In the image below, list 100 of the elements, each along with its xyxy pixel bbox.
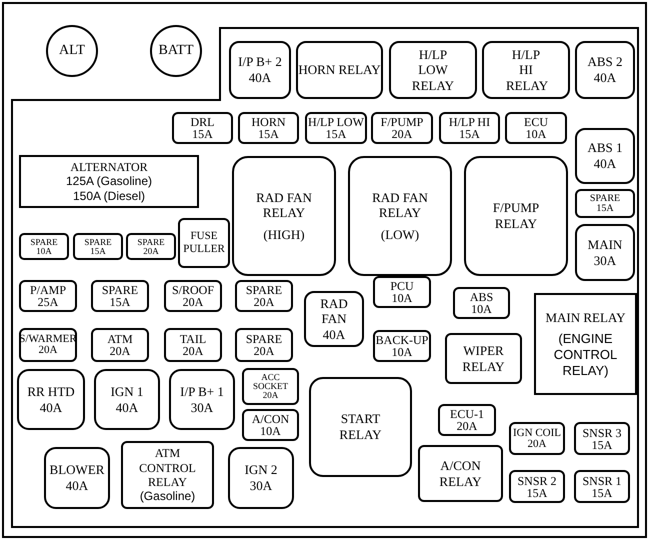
fuse-slot: [505, 112, 567, 144]
fuse-name: SPARE: [84, 238, 112, 246]
amp-rating: 40A: [594, 70, 616, 86]
relay-slot: [348, 156, 452, 276]
relay-slot: [389, 41, 477, 99]
amp-rating: 15A: [192, 128, 213, 140]
alternator-rating: 125A (Gasoline): [66, 174, 152, 189]
amp-rating: 10A: [392, 292, 412, 304]
amp-rating: 15A: [596, 204, 614, 214]
amp-rating: 30A: [190, 400, 214, 416]
fuse-slot: [91, 280, 149, 312]
fuse-slot: [575, 128, 635, 184]
relay-slot: [296, 41, 383, 99]
alternator-name: ALTERNATOR: [70, 160, 148, 174]
fuse-name: ATM: [107, 333, 133, 345]
fuse-name: SPARE: [30, 238, 58, 246]
amp-rating: 15A: [459, 128, 480, 140]
fuse-name: HORN: [251, 116, 286, 128]
fuse-name: SPARE: [102, 284, 138, 296]
fuse-name: S/WARMER: [19, 334, 77, 345]
relay-name: F/PUMP RELAY: [492, 200, 540, 232]
fuse-slot: [304, 291, 364, 347]
relay-slot: [232, 156, 336, 276]
amp-rating: 25A: [38, 296, 58, 308]
fuse-name: SPARE: [246, 333, 282, 345]
amp-rating: 20A: [110, 345, 130, 357]
fuse-slot: [575, 41, 635, 99]
amp-rating: 20A: [254, 345, 274, 357]
fuse-name: I/P B+ 2: [238, 54, 282, 70]
fuse-slot: [439, 112, 500, 144]
amp-rating: 30A: [250, 478, 272, 494]
relay-name: RAD FAN RELAY: [371, 190, 429, 221]
amp-rating: 40A: [40, 400, 62, 416]
amp-rating: 20A: [143, 246, 159, 256]
relay-slot: [482, 41, 570, 99]
fuse-slot: [305, 112, 367, 144]
alternator-rating: 150A (Diesel): [72, 188, 146, 204]
fuse-slot: [164, 280, 222, 312]
amp-rating: 20A: [182, 345, 204, 357]
fuse-slot: [235, 328, 293, 362]
amp-rating: 10A: [471, 303, 492, 315]
relay-slot: [534, 293, 637, 395]
fuse-slot: [242, 409, 299, 441]
fuse-slot: [453, 287, 510, 319]
relay-slot: [464, 156, 568, 276]
fuse-name: RAD FAN: [319, 296, 349, 327]
fuse-slot: [242, 368, 299, 405]
fuse-slot: [19, 328, 77, 362]
fuse-name: SPARE: [590, 194, 620, 204]
fuse-slot: [235, 280, 293, 312]
alternator-box: [19, 155, 199, 208]
amp-rating: 15A: [90, 246, 106, 256]
fuse-name: IGN 2: [244, 462, 278, 478]
amp-rating: 10A: [526, 128, 546, 140]
relay-name: WIPER RELAY: [461, 342, 506, 374]
relay-note: (HIGH): [263, 226, 305, 242]
fuse-slot: [44, 447, 110, 509]
fuse-name: H/LP HI: [448, 116, 490, 128]
amp-rating: 15A: [258, 128, 279, 140]
fuse-name: SNSR 2: [517, 474, 557, 486]
amp-rating: 20A: [456, 420, 478, 432]
fuse-slot: [509, 470, 565, 503]
amp-rating: 20A: [528, 438, 546, 450]
fuse-name: ABS 1: [587, 140, 623, 156]
amp-rating: 10A: [260, 425, 281, 437]
amp-rating: 40A: [66, 478, 88, 494]
amp-rating: 20A: [182, 296, 204, 308]
fuse-name: TAIL: [180, 333, 206, 345]
fuse-name: BACK-UP: [376, 334, 428, 346]
fuse-slot: [172, 112, 233, 144]
fuse-name: ECU-1: [450, 408, 484, 420]
terminal-circle: [150, 25, 202, 77]
fuse-slot: [126, 233, 176, 260]
relay-note: (Gasoline): [140, 489, 196, 504]
amp-rating: 20A: [254, 296, 274, 308]
relay-note: (LOW): [380, 226, 420, 242]
fuse-name: SPARE: [246, 284, 282, 296]
relay-name: RAD FAN RELAY: [255, 190, 313, 221]
fuse-slot: [169, 369, 235, 430]
fuse-name: ACC SOCKET: [252, 373, 289, 391]
fuse-slot: [373, 276, 431, 308]
fuse-name: P/AMP: [30, 284, 66, 296]
fuse-name: ABS: [470, 291, 494, 303]
fuse-slot: [164, 328, 222, 362]
amp-rating: 10A: [392, 346, 412, 358]
relay-note: (ENGINE CONTROL RELAY): [552, 331, 618, 378]
fuse-name: SNSR 3: [582, 426, 622, 438]
fuse-slot: [509, 422, 565, 455]
fuse-name: PCU: [390, 280, 414, 292]
fuse-name: I/P B+ 1: [180, 384, 224, 400]
fuse-name: RR HTD: [27, 384, 75, 400]
fuse-slot: [438, 404, 496, 436]
relay-slot: [309, 377, 412, 477]
terminal-label: ALT: [59, 42, 85, 60]
fuse-slot: [575, 224, 635, 281]
fuse-slot: [228, 447, 294, 509]
relay-name: H/LP HI RELAY: [506, 46, 546, 94]
amp-rating: 15A: [110, 296, 130, 308]
fuse-slot: [94, 369, 160, 430]
fuse-name: S/ROOF: [172, 284, 214, 296]
